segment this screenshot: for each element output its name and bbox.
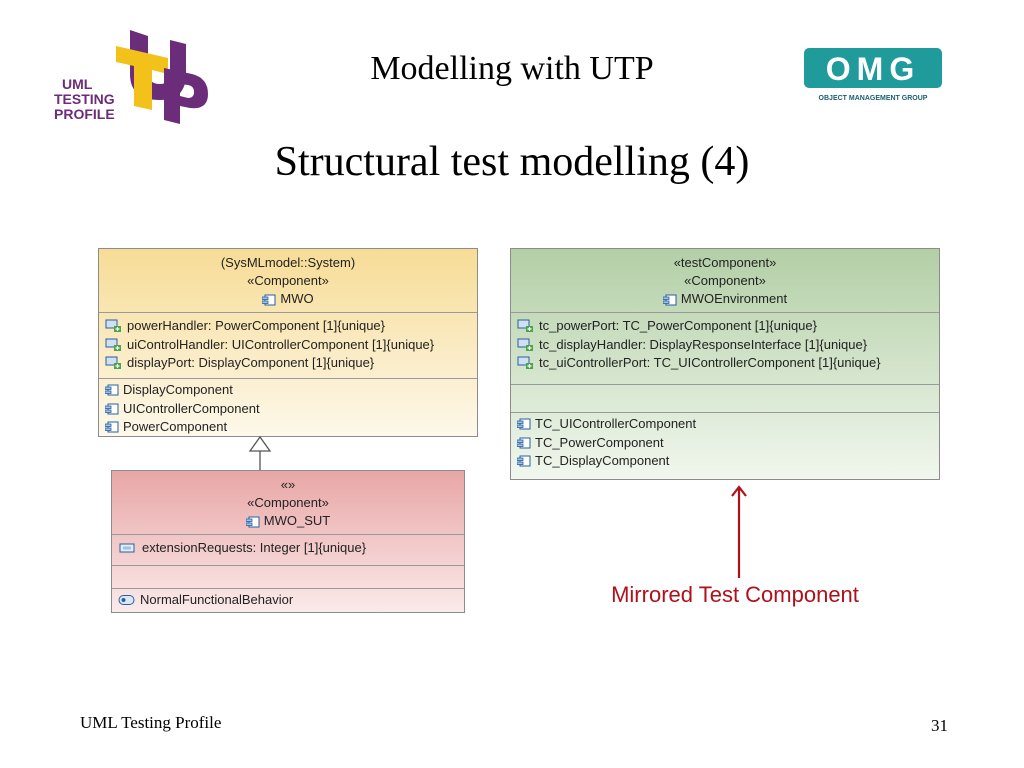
part-property-icon	[105, 319, 121, 333]
omg-logo-tagline: OBJECT MANAGEMENT GROUP	[819, 95, 928, 102]
attribute-row[interactable]: extensionRequests: Integer [1]{unique}	[118, 539, 458, 558]
annotation-arrow	[731, 485, 747, 578]
nested-component-label: DisplayComponent	[123, 382, 233, 397]
utp-logo: UML TESTING PROFILE	[52, 14, 212, 124]
component-mwo-environment-name: MWOEnvironment	[680, 291, 788, 306]
page-number: 31	[931, 716, 948, 735]
attribute-row[interactable]: tc_displayHandler: DisplayResponseInterf…	[517, 336, 933, 355]
component-icon	[245, 516, 260, 528]
slide-title: Structural test modelling (4)	[274, 139, 750, 185]
annotation-arrowhead	[731, 485, 747, 497]
component-mwo[interactable]: (SysMLmodel::System) «Component» MWO pow…	[98, 248, 478, 437]
component-mwo-sut-behaviors: NormalFunctionalBehavior	[112, 589, 464, 614]
component-icon	[517, 455, 531, 467]
component-mwo-sut-stereotype-empty: «»	[280, 477, 296, 492]
component-mwo-sut[interactable]: «» «Component» MWO_SUT extensionRequests…	[111, 470, 465, 613]
attribute-label: displayPort: DisplayComponent [1]{unique…	[127, 355, 375, 370]
value-property-icon	[119, 543, 135, 553]
component-mwo-sut-attributes: extensionRequests: Integer [1]{unique}	[112, 535, 464, 566]
nested-component-label: UIControllerComponent	[123, 400, 260, 416]
nested-component-row[interactable]: DisplayComponent	[105, 381, 471, 400]
component-mwo-environment-nested: TC_UIControllerComponent TC_PowerCompone…	[511, 413, 939, 475]
behavior-icon	[118, 595, 135, 606]
component-mwo-environment-operations	[511, 385, 939, 413]
component-mwo-nested: DisplayComponent UIControllerComponent P…	[99, 379, 477, 441]
part-property-icon	[517, 338, 533, 351]
part-property-icon	[517, 319, 533, 333]
utp-logo-line3: PROFILE	[54, 106, 115, 122]
nested-component-row[interactable]: TC_UIControllerComponent	[517, 415, 933, 434]
nested-component-label: TC_UIControllerComponent	[535, 416, 697, 431]
utp-logo-line2: TESTING	[54, 91, 115, 107]
component-mwo-environment[interactable]: «testComponent» «Component» MWOEnvironme…	[510, 248, 940, 480]
utp-logo-line1: UML	[62, 76, 93, 92]
annotation-label: Mirrored Test Component	[611, 582, 859, 607]
component-mwo-environment-stereotype: «Component»	[684, 273, 766, 288]
generalization-arrow	[248, 436, 272, 471]
part-property-icon	[105, 356, 121, 370]
attribute-row[interactable]: displayPort: DisplayComponent [1]{unique…	[105, 354, 471, 373]
nested-component-label: TC_DisplayComponent	[535, 453, 670, 468]
component-icon	[517, 418, 531, 430]
component-icon	[517, 437, 531, 449]
attribute-label: tc_displayHandler: DisplayResponseInterf…	[539, 336, 868, 352]
attribute-row[interactable]: powerHandler: PowerComponent [1]{unique}	[105, 317, 471, 336]
utp-logo-text: UML TESTING PROFILE	[54, 76, 119, 122]
nested-component-label: PowerComponent	[123, 419, 228, 434]
component-mwo-sut-header: «» «Component» MWO_SUT	[112, 471, 464, 535]
nested-component-row[interactable]: UIControllerComponent	[105, 400, 471, 419]
component-mwo-sut-name: MWO_SUT	[263, 513, 331, 528]
component-mwo-environment-header: «testComponent» «Component» MWOEnvironme…	[511, 249, 939, 313]
attribute-row[interactable]: tc_powerPort: TC_PowerComponent [1]{uniq…	[517, 317, 933, 336]
component-icon	[262, 294, 276, 306]
attribute-row[interactable]: uiControlHandler: UIControllerComponent …	[105, 336, 471, 355]
header-title: Modelling with UTP	[370, 50, 654, 87]
part-property-icon	[517, 356, 533, 370]
component-mwo-stereotype: «Component»	[247, 273, 329, 288]
generalization-arrowhead	[248, 436, 272, 452]
component-mwo-sut-stereotype: «Component»	[247, 495, 329, 510]
component-mwo-sut-operations	[112, 566, 464, 589]
component-icon	[105, 421, 119, 433]
component-mwo-name: MWO	[280, 291, 314, 306]
component-mwo-environment-name-row: MWOEnvironment	[511, 290, 939, 308]
footer-label: UML Testing Profile	[80, 713, 222, 732]
attribute-label: tc_uiControllerPort: TC_UIControllerComp…	[539, 355, 881, 370]
component-icon	[662, 294, 677, 306]
omg-logo: OMG OBJECT MANAGEMENT GROUP	[800, 40, 950, 106]
omg-logo-letters: OMG	[826, 51, 920, 87]
behavior-row[interactable]: NormalFunctionalBehavior	[118, 591, 458, 610]
component-icon	[105, 384, 119, 396]
attribute-label: tc_powerPort: TC_PowerComponent [1]{uniq…	[539, 318, 817, 333]
attribute-label: extensionRequests: Integer [1]{unique}	[142, 540, 367, 555]
nested-component-row[interactable]: PowerComponent	[105, 418, 471, 437]
component-mwo-name-row: MWO	[99, 290, 477, 308]
nested-component-label: TC_PowerComponent	[535, 434, 664, 450]
nested-component-row[interactable]: TC_PowerComponent	[517, 434, 933, 453]
behavior-label: NormalFunctionalBehavior	[140, 592, 294, 607]
component-mwo-environment-test-stereotype: «testComponent»	[673, 255, 777, 270]
component-mwo-header: (SysMLmodel::System) «Component» MWO	[99, 249, 477, 313]
component-mwo-environment-attributes: tc_powerPort: TC_PowerComponent [1]{uniq…	[511, 313, 939, 385]
attribute-label: uiControlHandler: UIControllerComponent …	[127, 336, 435, 352]
nested-component-row[interactable]: TC_DisplayComponent	[517, 452, 933, 471]
component-mwo-sut-name-row: MWO_SUT	[112, 512, 464, 530]
attribute-label: powerHandler: PowerComponent [1]{unique}	[127, 318, 386, 333]
component-mwo-attributes: powerHandler: PowerComponent [1]{unique}…	[99, 313, 477, 379]
part-property-icon	[105, 338, 121, 351]
component-mwo-qualifier: (SysMLmodel::System)	[220, 255, 356, 270]
attribute-row[interactable]: tc_uiControllerPort: TC_UIControllerComp…	[517, 354, 933, 373]
component-icon	[105, 403, 119, 415]
